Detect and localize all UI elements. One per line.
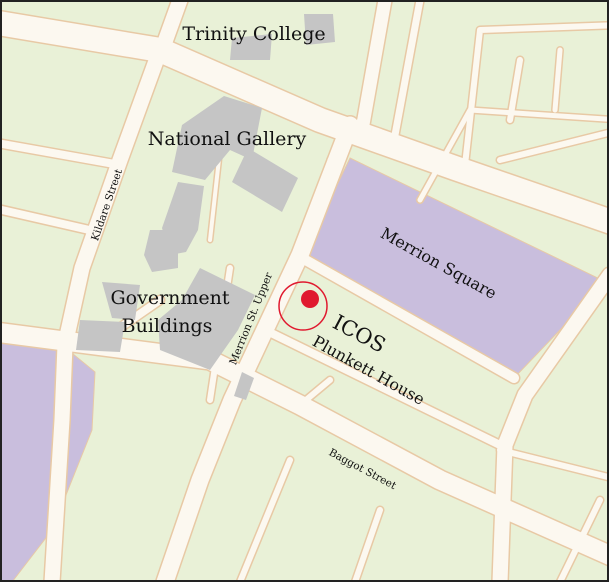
road-lane-7[interactable] (462, 22, 609, 168)
road-west-2[interactable] (0, 205, 102, 236)
road-kildare-street[interactable] (44, 42, 168, 582)
road-nassau-street[interactable] (0, 11, 609, 234)
road-merrion-st-upper[interactable] (156, 116, 359, 582)
buildings (76, 14, 335, 400)
road-lane-2[interactable] (237, 457, 293, 582)
building-gov-north (144, 230, 178, 272)
road-lane-1[interactable] (297, 377, 333, 408)
location-ring-icon (278, 281, 328, 331)
label-trinity-college: Trinity College (182, 23, 325, 45)
label-government-buildings-2: Buildings (122, 315, 213, 337)
road-north-1[interactable] (355, 0, 392, 137)
building-trinity-2 (304, 14, 335, 45)
building-gov-main (158, 268, 255, 370)
building-gov-west (102, 282, 140, 320)
road-merrion-square-south[interactable] (297, 253, 519, 383)
building-gallery-east (232, 148, 298, 212)
road-lane-5[interactable] (557, 497, 603, 582)
road-lane-10[interactable] (417, 107, 609, 203)
road-lane-11[interactable] (327, 117, 363, 163)
road-north-2[interactable] (391, 0, 424, 139)
road-lane-6[interactable] (497, 129, 609, 163)
road-west-1[interactable] (0, 139, 124, 169)
building-small-1 (234, 372, 254, 400)
road-plunkett-lane[interactable] (261, 326, 504, 449)
road-merrion-square-east[interactable] (492, 267, 609, 582)
road-lane-4[interactable] (497, 447, 609, 481)
building-gov-sw (76, 320, 125, 352)
road-lane-12[interactable] (208, 148, 222, 242)
building-trinity-1 (230, 34, 272, 60)
road-lane-3[interactable] (352, 507, 383, 582)
road-lane-8[interactable] (507, 57, 523, 123)
road-baggot-street[interactable] (0, 323, 609, 566)
building-gallery-west (172, 96, 262, 180)
icos-location-marker[interactable] (278, 281, 328, 331)
road-grafton-link[interactable] (154, 0, 188, 58)
label-national-gallery: National Gallery (148, 128, 307, 150)
location-pin-icon[interactable] (301, 290, 319, 308)
label-government-buildings-1: Government (110, 287, 229, 309)
road-lane-9[interactable] (552, 47, 563, 113)
